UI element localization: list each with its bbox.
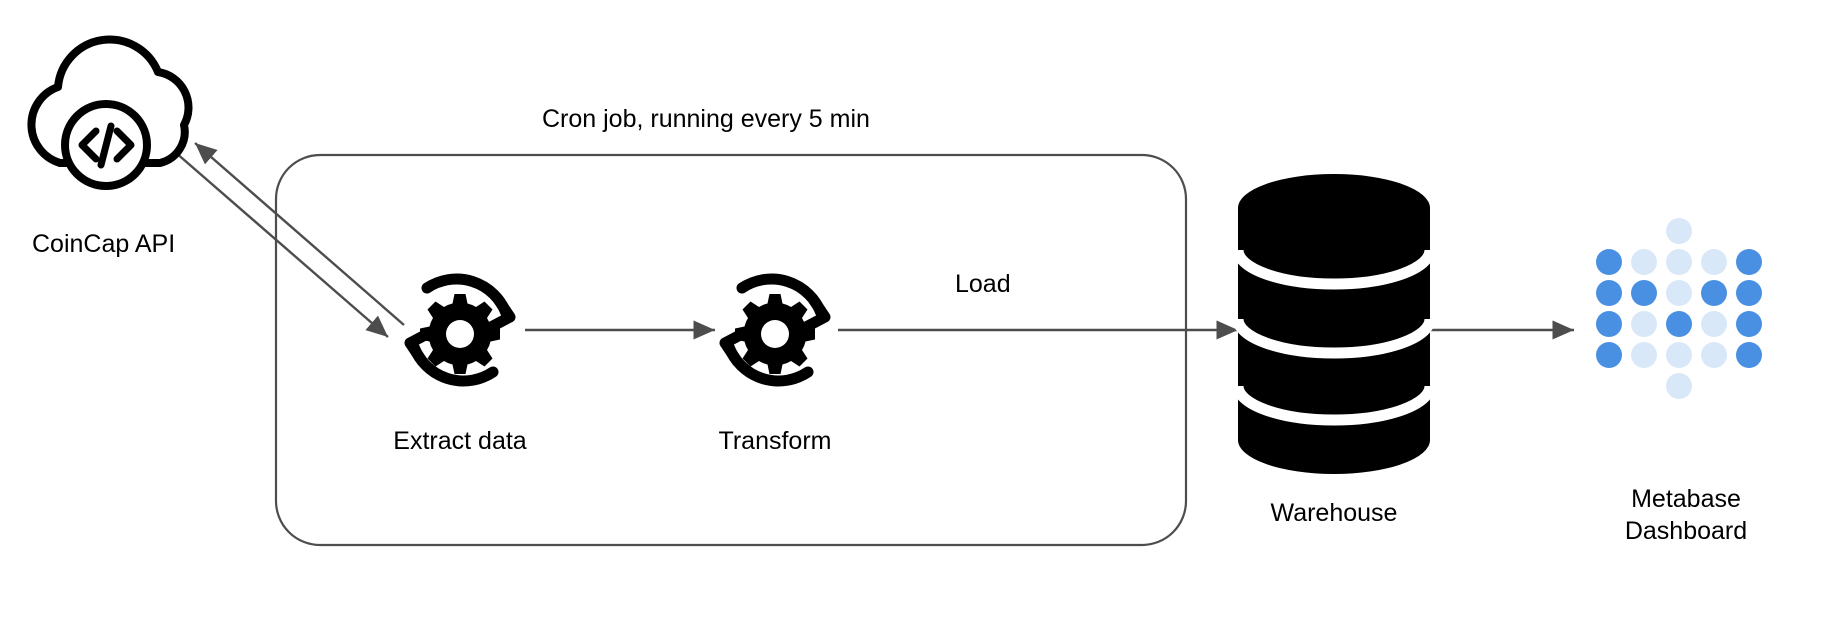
metabase-dot-r3-c2 xyxy=(1631,280,1657,306)
metabase-dot-r5-c5 xyxy=(1736,342,1762,368)
metabase-dot-r2-c5 xyxy=(1736,249,1762,275)
metabase-dot-r2-c1 xyxy=(1596,249,1622,275)
node-label-transform: Transform xyxy=(718,427,832,455)
metabase-dot-r4-c3 xyxy=(1666,311,1692,337)
metabase-dots-icon xyxy=(1596,218,1776,408)
metabase-dot-r5-c3 xyxy=(1666,342,1692,368)
metabase-dot-r6-c3 xyxy=(1666,373,1692,399)
metabase-dot-r4-c5 xyxy=(1736,311,1762,337)
metabase-dot-r4-c1 xyxy=(1596,311,1622,337)
cron-job-label: Cron job, running every 5 min xyxy=(542,105,870,133)
metabase-dot-r5-c1 xyxy=(1596,342,1622,368)
metabase-dot-r5-c2 xyxy=(1631,342,1657,368)
metabase-dot-r3-c4 xyxy=(1701,280,1727,306)
metabase-dot-r2-c2 xyxy=(1631,249,1657,275)
edge-label-load: Load xyxy=(955,270,1011,298)
metabase-dot-r5-c4 xyxy=(1701,342,1727,368)
node-label-extract-data: Extract data xyxy=(393,427,527,455)
cron-job-container xyxy=(274,153,1188,547)
gear-refresh-icon-transform xyxy=(719,273,831,387)
metabase-dot-r1-c3 xyxy=(1666,218,1692,244)
node-label-coincap-api: CoinCap API xyxy=(32,230,176,258)
node-label-metabase-line2: Dashboard xyxy=(1624,517,1748,545)
metabase-dot-r2-c3 xyxy=(1666,249,1692,275)
metabase-dot-r4-c2 xyxy=(1631,311,1657,337)
gear-refresh-icon-extract xyxy=(404,273,516,387)
cloud-code-icon xyxy=(27,35,193,190)
database-cylinder-icon xyxy=(1232,174,1436,474)
metabase-dot-r3-c1 xyxy=(1596,280,1622,306)
metabase-dot-r4-c4 xyxy=(1701,311,1727,337)
metabase-dot-r2-c4 xyxy=(1701,249,1727,275)
metabase-dot-r3-c3 xyxy=(1666,280,1692,306)
edge-extract-to-api xyxy=(194,142,405,326)
edge-api-to-extract xyxy=(174,151,389,338)
metabase-dot-r3-c5 xyxy=(1736,280,1762,306)
node-label-warehouse: Warehouse xyxy=(1270,499,1398,527)
node-label-metabase-line1: Metabase xyxy=(1631,485,1741,513)
